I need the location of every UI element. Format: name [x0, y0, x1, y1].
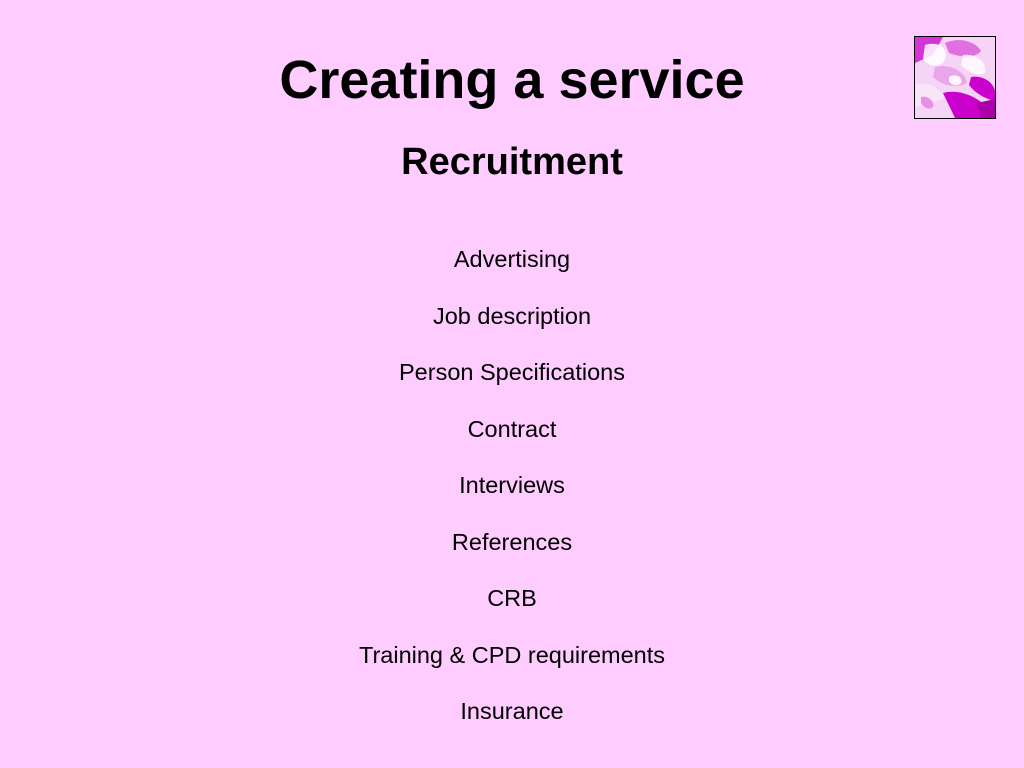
list-item: CRB [487, 585, 537, 611]
list-item: References [451, 528, 573, 555]
list-item: Training & CPD requirements [358, 641, 666, 668]
list-item: Interviews [459, 472, 565, 498]
slide-subtitle: Recruitment [401, 141, 623, 183]
list-item: Advertising [453, 246, 571, 272]
magenta-abstract-photo-icon [914, 36, 996, 119]
recruitment-list: Advertising Job description Person Speci… [0, 238, 1024, 747]
list-item: Job description [432, 302, 592, 329]
list-item: Contract [467, 415, 557, 442]
slide-title: Creating a service [279, 50, 745, 110]
list-item: Insurance [460, 698, 564, 724]
list-item: Person Specifications [399, 359, 625, 385]
